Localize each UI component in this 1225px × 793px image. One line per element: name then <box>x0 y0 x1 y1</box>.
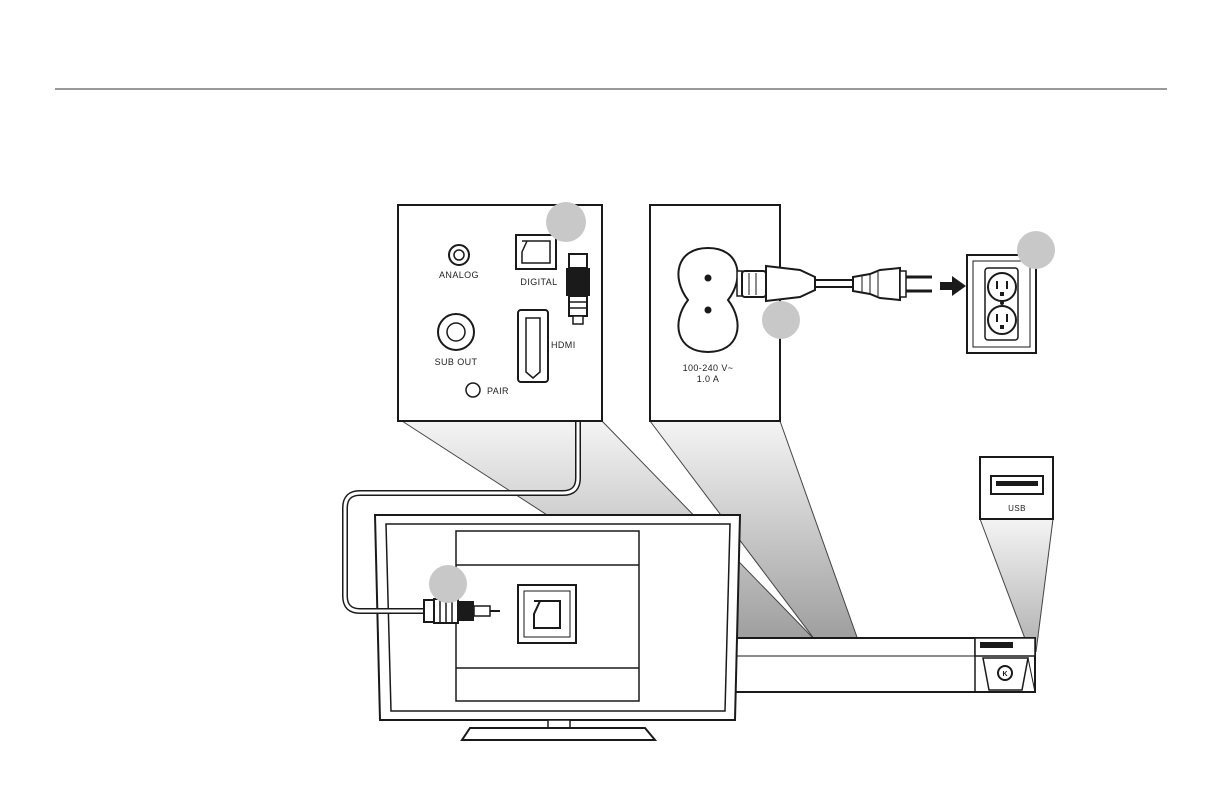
digital-optical-port-icon <box>516 235 556 269</box>
sub-out-label: SUB OUT <box>435 357 478 367</box>
sub-out-jack-icon <box>438 314 474 350</box>
step-marker-power <box>762 301 800 339</box>
current-label: 1.0 A <box>697 374 720 384</box>
klipsch-logo-icon: K <box>998 666 1012 680</box>
tv-optical-port-icon <box>518 585 576 643</box>
step-marker-digital <box>546 202 586 242</box>
digital-cable-plug-icon <box>566 254 590 324</box>
step-marker-outlet <box>1017 231 1055 269</box>
voltage-label: 100-240 V~ <box>683 363 734 373</box>
hdmi-port-icon <box>518 310 548 382</box>
wall-outlet-icon <box>967 255 1036 353</box>
power-inlet-icon <box>678 248 737 352</box>
projection-usb-panel <box>980 519 1053 652</box>
arrow-right-icon <box>940 276 966 296</box>
analog-label: ANALOG <box>439 270 479 280</box>
hdmi-label: HDMI <box>551 340 576 350</box>
svg-text:K: K <box>1002 671 1007 678</box>
power-panel: 100-240 V~ 1.0 A <box>650 205 780 421</box>
digital-label: DIGITAL <box>520 277 557 287</box>
pair-button[interactable] <box>466 383 480 397</box>
soundbar: K <box>735 638 1035 692</box>
television <box>375 515 740 740</box>
power-cord <box>737 266 932 301</box>
usb-panel: USB <box>980 457 1053 519</box>
usb-label: USB <box>1008 504 1026 513</box>
pair-label: PAIR <box>487 386 509 396</box>
usb-port-icon <box>991 476 1043 494</box>
analog-jack-icon <box>449 245 469 265</box>
step-marker-tv <box>429 565 467 603</box>
power-plug-icon <box>853 268 932 300</box>
